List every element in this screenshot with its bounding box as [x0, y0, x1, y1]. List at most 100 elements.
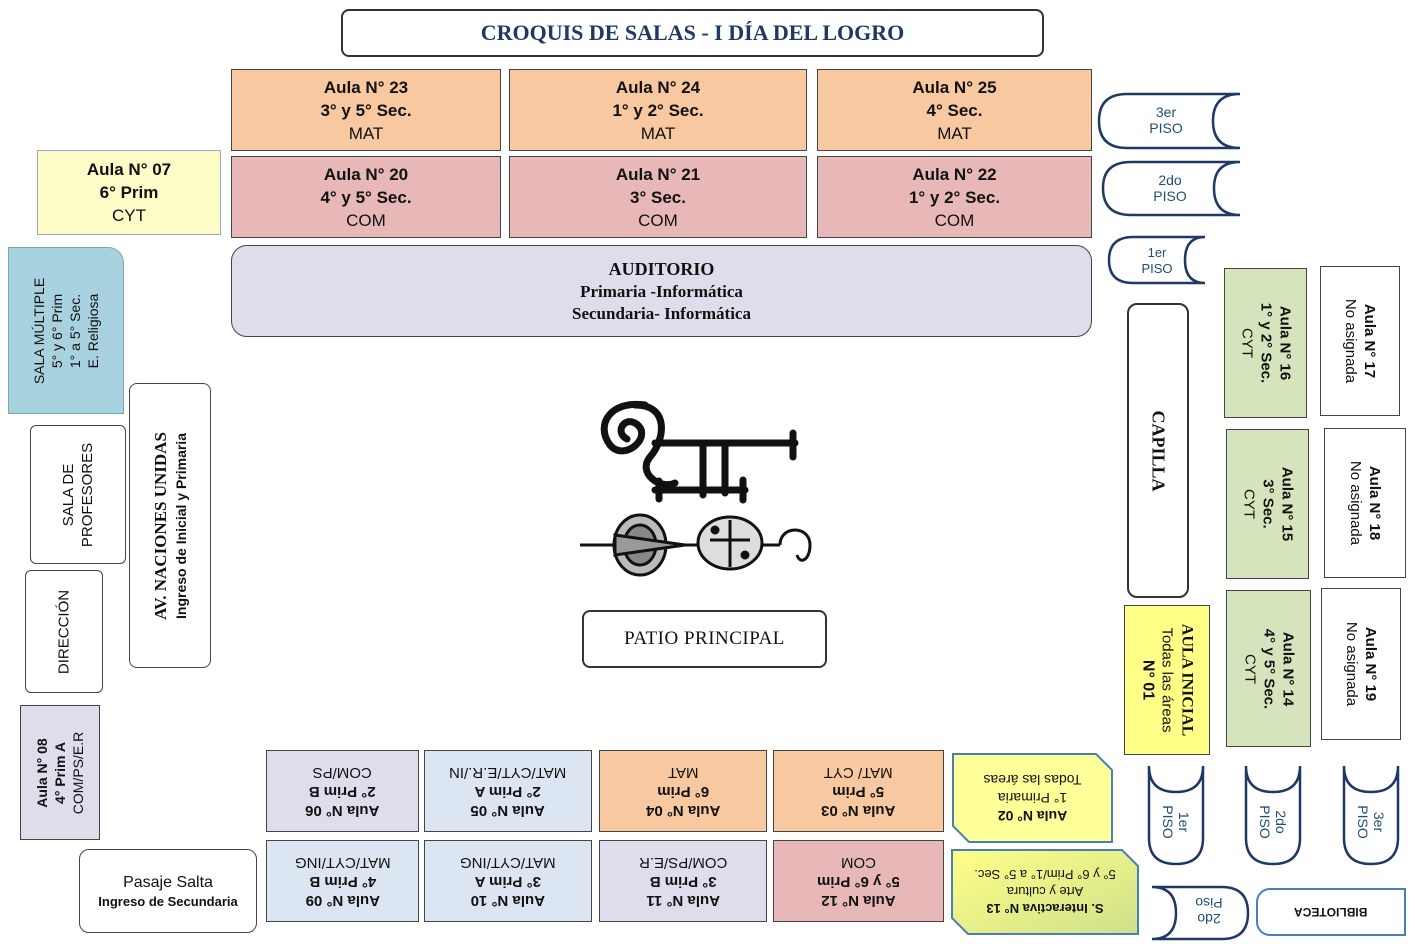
patio-label: PATIO PRINCIPAL [624, 628, 785, 649]
direccion-label: DIRECCIÓN [55, 589, 73, 674]
room-area: MAT [640, 123, 676, 143]
room-aula-12[interactable]: Aula N° 12 5° y 6° Prim COM [773, 840, 944, 922]
room-aula-22[interactable]: Aula N° 22 1° y 2° Sec. COM [817, 156, 1092, 238]
aula02-shape [952, 753, 1113, 843]
room-aula-15[interactable]: Aula N° 15 3° Sec. CYT [1226, 429, 1309, 579]
room-aula-19[interactable]: Aula N° 19 No asignada [1321, 588, 1401, 740]
auditorio-title: AUDITORIO [608, 258, 715, 279]
aula10-label: Aula N° 10 3° Prim A MAT/CYT/ING [460, 853, 556, 909]
room-aula-18[interactable]: Aula N° 18 No asignada [1324, 428, 1406, 578]
room-name: Aula N° 21 [615, 164, 701, 184]
aula14-label: Aula N° 14 4° y 5° Sec. CYT [1241, 628, 1296, 709]
auditorio-line2: Secundaria- Informática [572, 303, 751, 323]
direccion[interactable]: DIRECCIÓN [25, 570, 103, 693]
room-aula-23[interactable]: Aula N° 23 3° y 5° Sec. MAT [231, 69, 501, 151]
room-name: Aula N° 25 [912, 77, 997, 97]
room-grade: 4° y 5° Sec. [320, 187, 412, 207]
room-grade: 3° Sec. [630, 187, 686, 207]
room-aula-21[interactable]: Aula N° 21 3° Sec. COM [509, 156, 807, 238]
page-title: CROQUIS DE SALAS - I DÍA DEL LOGRO [341, 9, 1044, 57]
room-area: MAT [937, 123, 972, 143]
room-aula-09[interactable]: Aula N° 09 4° Prim B MAT/CYT/ING [266, 840, 419, 922]
room-aula-17[interactable]: Aula N° 17 No asignada [1320, 266, 1400, 416]
room-area: COM [934, 210, 975, 230]
aula-inicial-label: AULA INICIAL Todas las áreas N° 01 [1139, 623, 1196, 737]
aula03-label: Aula N° 03 5° Prim MAT/ CYT [821, 763, 896, 819]
auditorio[interactable]: AUDITORIO Primaria -Informática Secundar… [231, 245, 1092, 337]
room-aula-07[interactable]: Aula N° 07 6° Prim CYT [37, 150, 221, 235]
room-aula-10[interactable]: Aula N° 10 3° Prim A MAT/CYT/ING [424, 840, 592, 922]
sala-multiple[interactable]: SALA MÚLTIPLE 5° y 6° Prim 1° a 5° Sec. … [8, 247, 124, 414]
room-grade: 3° y 5° Sec. [320, 100, 412, 120]
room-aula-11[interactable]: Aula N° 11 3° Prim B COM/PS/E.R [599, 840, 767, 922]
room-aula-16[interactable]: Aula N° 16 1° y 2° Sec. CYT [1224, 268, 1307, 418]
pasaje-salta[interactable]: Pasaje Salta Ingreso de Secundaria [79, 849, 257, 933]
pasaje-salta-title: Pasaje Salta [123, 874, 213, 891]
capilla[interactable]: CAPILLA [1127, 303, 1189, 598]
aula12-label: Aula N° 12 5° y 6° Prim COM [817, 853, 900, 909]
room-area: CYT [112, 206, 146, 225]
aula18-label: Aula N° 18 No asignada [1347, 460, 1383, 546]
room-aula-04[interactable]: Aula N° 04 6° Prim MAT [599, 750, 767, 832]
room-aula-05[interactable]: Aula N° 05 2° Prim A MAT/CYT/E.R./IN [424, 750, 592, 832]
floor-marker-shape [1244, 765, 1302, 866]
room-aula-02[interactable]: Aula N° 02 1° Primaria Todas las áreas [951, 752, 1114, 844]
sala-profesores-label: SALA DE PROFESORES [60, 442, 96, 547]
sala-profesores[interactable]: SALA DE PROFESORES [30, 425, 126, 564]
aula16-label: Aula N° 16 1° y 2° Sec. CYT [1238, 302, 1293, 384]
room-grade: 6° Prim [99, 183, 159, 202]
room-name: Aula N° 22 [912, 164, 997, 184]
room-grade: 1° y 2° Sec. [908, 187, 1001, 207]
room-area: COM [346, 210, 386, 230]
room-area: COM [638, 210, 678, 230]
capilla-label: CAPILLA [1148, 409, 1169, 492]
room-grade: 4° Sec. [926, 100, 983, 120]
biblioteca-label: BIBLIOTECA [1294, 905, 1368, 919]
floor-marker-shape [1147, 765, 1205, 866]
room-aula-24[interactable]: Aula N° 24 1° y 2° Sec. MAT [509, 69, 807, 151]
aula02-label: Aula N° 02 1° Primaria Todas las áreas [983, 772, 1082, 824]
room-aula-03[interactable]: Aula N° 03 5° Prim MAT/ CYT [773, 750, 944, 832]
floor-marker-shape [1107, 235, 1206, 285]
floor-marker-shape [1101, 160, 1241, 217]
interactiva-shape [951, 849, 1139, 935]
floor-marker-shape [1151, 885, 1250, 941]
aula-inicial[interactable]: AULA INICIAL Todas las áreas N° 01 [1124, 605, 1210, 755]
aula08-label: Aula N° 08 4° Prim A COM/PS/E.R [34, 731, 86, 814]
room-aula-08[interactable]: Aula N° 08 4° Prim A COM/PS/E.R [20, 705, 100, 840]
school-logo [575, 395, 820, 585]
room-aula-06[interactable]: Aula N° 06 2° Prim B COM/PS [266, 750, 419, 832]
av-naciones-unidas[interactable]: AV. NACIONES UNIDAS Ingreso de Inicial y… [129, 383, 211, 668]
aula11-label: Aula N° 11 3° Prim B COM/PS/E.R [638, 853, 728, 909]
av-naciones-label: AV. NACIONES UNIDAS Ingreso de Inicial y… [151, 431, 189, 620]
biblioteca[interactable]: BIBLIOTECA [1256, 888, 1406, 936]
room-aula-20[interactable]: Aula N° 20 4° y 5° Sec. COM [231, 156, 501, 238]
logo-icon [580, 400, 812, 577]
patio-principal[interactable]: PATIO PRINCIPAL [582, 610, 827, 668]
room-aula-14[interactable]: Aula N° 14 4° y 5° Sec. CYT [1226, 590, 1311, 747]
title-text: CROQUIS DE SALAS - I DÍA DEL LOGRO [480, 20, 905, 45]
sala-interactiva[interactable]: S. Interactiva N° 13 Arte y cultura 5° y… [950, 848, 1140, 936]
aula05-label: Aula N° 05 2° Prim A MAT/CYT/E.R./IN [449, 763, 567, 819]
pasaje-salta-sub: Ingreso de Secundaria [98, 894, 238, 909]
floor-marker-shape [1097, 92, 1241, 150]
sala-multiple-label: SALA MÚLTIPLE 5° y 6° Prim 1° a 5° Sec. … [31, 277, 101, 384]
aula15-label: Aula N° 15 3° Sec. CYT [1240, 466, 1295, 542]
room-aula-25[interactable]: Aula N° 25 4° Sec. MAT [817, 69, 1092, 151]
room-name: Aula N° 24 [615, 77, 701, 97]
room-grade: 1° y 2° Sec. [612, 100, 704, 120]
auditorio-line1: Primaria -Informática [580, 281, 743, 301]
